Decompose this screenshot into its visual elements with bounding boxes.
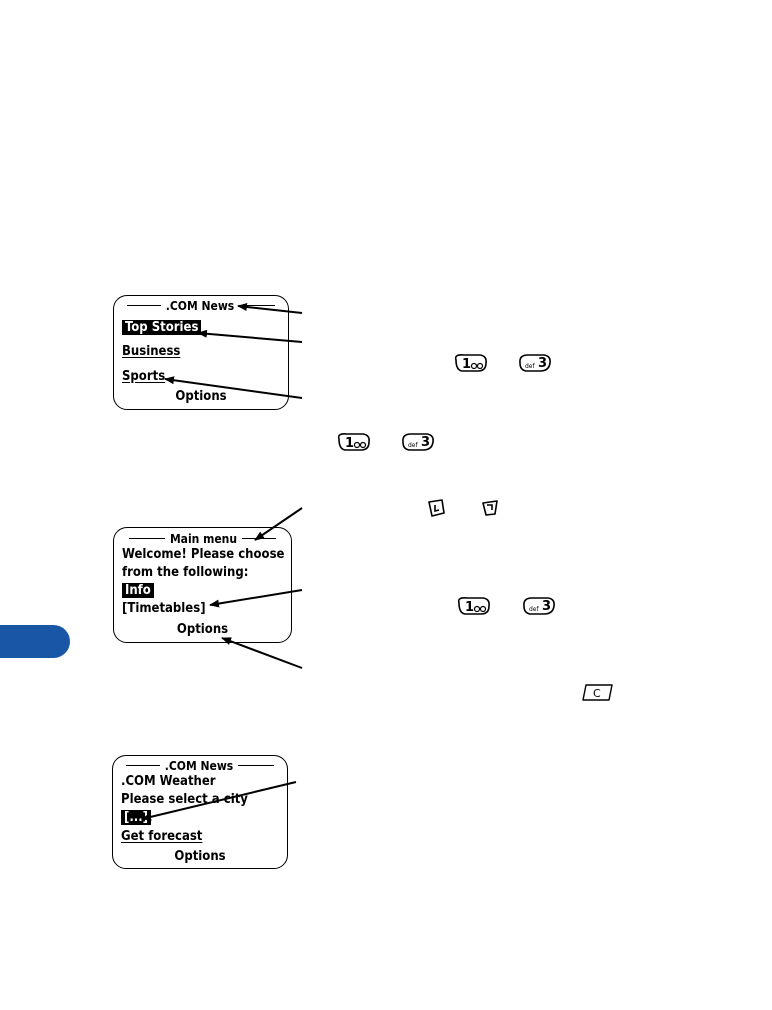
callout-arrow-title-2: [254, 507, 303, 541]
screen-title: .COM News: [165, 298, 235, 313]
key-1-icon: 1: [337, 433, 370, 451]
clear-key-letter: C: [593, 687, 601, 700]
screen-title-bar: .COM News: [114, 298, 288, 313]
key-1-digit: 1: [462, 357, 471, 372]
key-1-digit: 1: [465, 600, 474, 615]
callout-arrow-softkey: [221, 637, 303, 669]
clear-key-icon: C: [582, 684, 613, 701]
weather-heading: .COM Weather: [121, 774, 216, 789]
right-selection-key-icon: [482, 500, 498, 516]
options-softkey[interactable]: Options: [176, 622, 229, 637]
key-3-letters: def: [408, 442, 419, 449]
menu-item-info[interactable]: Info: [122, 583, 154, 598]
callout-arrow-title: [237, 303, 303, 314]
screen-title: Main menu: [169, 531, 238, 546]
key-3-digit: 3: [538, 356, 547, 371]
select-city-prompt: Please select a city: [121, 792, 248, 807]
key-1-digit: 1: [345, 436, 354, 451]
callout-arrow-link-2: [209, 589, 303, 608]
welcome-text-line-2: from the following:: [122, 565, 249, 580]
menu-item-business[interactable]: Business: [122, 344, 181, 359]
key-3-digit: 3: [421, 435, 430, 450]
menu-item-timetables[interactable]: [Timetables]: [122, 601, 206, 616]
screen-title: .COM News: [164, 758, 234, 773]
callout-arrow-input: [141, 781, 297, 821]
callout-arrow-highlight: [197, 329, 303, 343]
key-3-icon: def 3: [523, 597, 555, 615]
menu-item-sports[interactable]: Sports: [122, 369, 166, 384]
key-3-icon: def 3: [402, 433, 434, 451]
left-selection-key-icon: [428, 499, 445, 517]
get-forecast-link[interactable]: Get forecast: [121, 829, 203, 844]
key-3-digit: 3: [542, 599, 551, 614]
key-1-icon: 1: [454, 354, 487, 372]
phone-screen-com-news: .COM News Top Stories Business Sports Op…: [113, 295, 289, 410]
callout-arrow-link: [164, 376, 303, 399]
phone-screen-weather: .COM News .COM Weather Please select a c…: [112, 755, 288, 869]
options-softkey[interactable]: Options: [175, 389, 227, 404]
menu-item-top-stories[interactable]: Top Stories: [122, 320, 202, 335]
key-1-icon: 1: [457, 597, 490, 615]
welcome-text-line-1: Welcome! Please choose: [122, 547, 285, 562]
screen-title-bar: .COM News: [113, 758, 287, 773]
key-3-letters: def: [529, 606, 540, 613]
section-tab-marker: [0, 625, 70, 658]
phone-screen-main-menu: Main menu Welcome! Please choose from th…: [113, 527, 292, 643]
key-3-icon: def 3: [519, 354, 551, 372]
options-softkey[interactable]: Options: [174, 849, 226, 864]
key-3-letters: def: [525, 363, 536, 370]
